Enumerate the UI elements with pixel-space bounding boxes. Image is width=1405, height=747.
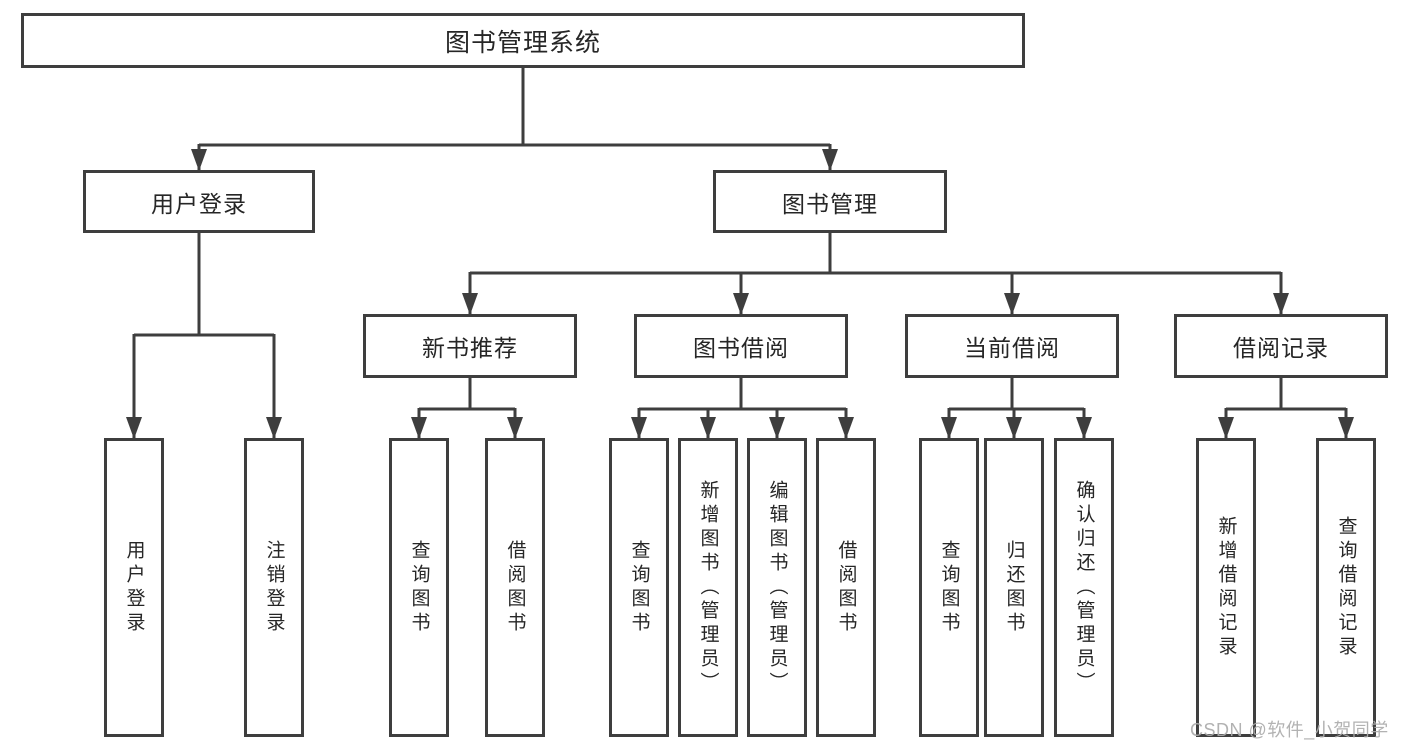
node-label: 确认归还（管理员） xyxy=(1073,479,1095,696)
node-label: 新增借阅记录 xyxy=(1215,515,1237,660)
leaf-logout: 注销登录 xyxy=(244,438,304,737)
leaf-query-books-recommend: 查询图书 xyxy=(389,438,449,737)
leaf-return-books: 归还图书 xyxy=(984,438,1044,737)
node-label: 当前借阅 xyxy=(964,335,1060,361)
leaf-confirm-return-admin: 确认归还（管理员） xyxy=(1054,438,1114,737)
node-borrowing-records: 借阅记录 xyxy=(1174,314,1388,378)
node-library-management-system: 图书管理系统 xyxy=(21,13,1025,68)
leaf-user-login: 用户登录 xyxy=(104,438,164,737)
node-label: 注销登录 xyxy=(263,539,285,636)
leaf-query-borrow-record: 查询借阅记录 xyxy=(1316,438,1376,737)
node-label: 查询图书 xyxy=(938,539,960,636)
node-label: 借阅图书 xyxy=(835,539,857,636)
node-label: 归还图书 xyxy=(1003,539,1025,636)
node-label: 借阅记录 xyxy=(1233,335,1329,361)
leaf-add-borrow-record: 新增借阅记录 xyxy=(1196,438,1256,737)
node-label: 图书管理 xyxy=(782,190,878,217)
leaf-add-books-admin: 新增图书（管理员） xyxy=(678,438,738,737)
leaf-query-books-borrow: 查询图书 xyxy=(609,438,669,737)
node-label: 借阅图书 xyxy=(504,539,526,636)
node-label: 查询借阅记录 xyxy=(1335,515,1357,660)
node-new-book-recommendation: 新书推荐 xyxy=(363,314,577,378)
leaf-borrow-books-recommend: 借阅图书 xyxy=(485,438,545,737)
node-label: 新增图书（管理员） xyxy=(697,479,719,696)
csdn-watermark: CSDN @软件_小贺同学 xyxy=(1190,720,1389,740)
leaf-borrow-books: 借阅图书 xyxy=(816,438,876,737)
node-label: 用户登录 xyxy=(123,539,145,636)
node-current-borrowing: 当前借阅 xyxy=(905,314,1119,378)
leaf-query-books-current: 查询图书 xyxy=(919,438,979,737)
node-label: 用户登录 xyxy=(151,190,247,217)
node-label: 查询图书 xyxy=(408,539,430,636)
node-book-borrowing: 图书借阅 xyxy=(634,314,848,378)
node-label: 图书管理系统 xyxy=(444,28,601,57)
node-label: 新书推荐 xyxy=(422,335,518,361)
node-book-management: 图书管理 xyxy=(713,170,947,233)
node-user-login: 用户登录 xyxy=(83,170,315,233)
node-label: 查询图书 xyxy=(628,539,650,636)
node-label: 编辑图书（管理员） xyxy=(766,479,788,696)
leaf-edit-books-admin: 编辑图书（管理员） xyxy=(747,438,807,737)
node-label: 图书借阅 xyxy=(693,335,789,361)
